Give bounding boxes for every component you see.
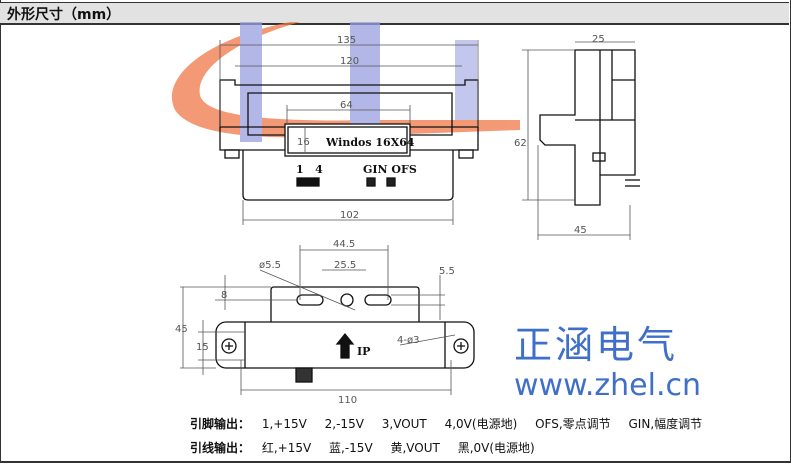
brand-name: 正涵电气 bbox=[514, 323, 679, 367]
wire-output-notes: 引线输出： 红,+15V 蓝,-15V 黄,VOUT 黑,0V(电源地) bbox=[190, 439, 549, 456]
pin-note: 3,VOUT bbox=[381, 417, 427, 431]
dim-overall-width: 135 bbox=[337, 35, 356, 46]
bottom-view-body bbox=[215, 321, 475, 369]
wire-note: 黄,VOUT bbox=[390, 441, 440, 455]
dim-mount-height: 15 bbox=[196, 342, 209, 353]
current-label: IP bbox=[357, 345, 370, 358]
current-arrow-icon bbox=[335, 332, 355, 359]
dim-hole-dia: ø5.5 bbox=[259, 260, 281, 271]
bottom-view-mount-plate bbox=[270, 286, 420, 322]
dim-hole-span: 25.5 bbox=[334, 260, 356, 271]
pins-title: 引脚输出： bbox=[190, 417, 251, 431]
pin-header-icon bbox=[296, 177, 320, 187]
screw-icon bbox=[221, 338, 237, 354]
window-label: Windos 16X64 bbox=[325, 136, 415, 149]
pin-output-notes: 引脚输出： 1,+15V 2,-15V 3,VOUT 4,0V(电源地) OFS… bbox=[190, 415, 716, 432]
ofs-pot-icon bbox=[386, 177, 396, 187]
dim-side-depth: 45 bbox=[574, 225, 587, 236]
wire-note: 蓝,-15V bbox=[329, 441, 373, 455]
pin-note: 4,0V(电源地) bbox=[444, 417, 518, 431]
wire-note: 红,+15V bbox=[261, 441, 312, 455]
dim-window-width: 64 bbox=[340, 100, 353, 111]
section-title: 外形尺寸（mm） bbox=[7, 7, 121, 23]
dim-slot-width: 5.5 bbox=[439, 266, 455, 277]
gin-pot-icon bbox=[366, 177, 376, 187]
dim-offset: 8 bbox=[221, 290, 227, 301]
dim-inner-width: 120 bbox=[340, 56, 359, 67]
brand-url: www.zhel.cn bbox=[514, 368, 701, 403]
dim-slot-span: 44.5 bbox=[333, 239, 355, 250]
screw-icon bbox=[453, 338, 469, 354]
wires-title: 引线输出： bbox=[190, 441, 251, 455]
pin-note: GIN,幅度调节 bbox=[628, 417, 703, 431]
adjust-label: GIN OFS bbox=[363, 163, 417, 176]
pin-note: 2,-15V bbox=[324, 417, 364, 431]
dim-base-width: 102 bbox=[340, 210, 359, 221]
dim-mount-holes: 4-ø3 bbox=[397, 335, 419, 346]
wire-note: 黑,0V(电源地) bbox=[457, 441, 535, 455]
dim-side-width: 25 bbox=[592, 34, 605, 45]
pin-label: 1 4 bbox=[296, 163, 323, 176]
pin-note: OFS,零点调节 bbox=[535, 417, 611, 431]
bottom-rule bbox=[0, 461, 791, 463]
dim-bottom-height: 45 bbox=[175, 324, 188, 335]
section-header: 外形尺寸（mm） bbox=[0, 2, 789, 25]
pin-note: 1,+15V bbox=[261, 417, 307, 431]
dim-window-height: 16 bbox=[297, 137, 310, 148]
logo-watermark bbox=[171, 22, 521, 142]
dim-side-height: 62 bbox=[514, 138, 527, 149]
dim-mount-span: 110 bbox=[338, 395, 357, 406]
side-view-outline bbox=[539, 49, 636, 206]
